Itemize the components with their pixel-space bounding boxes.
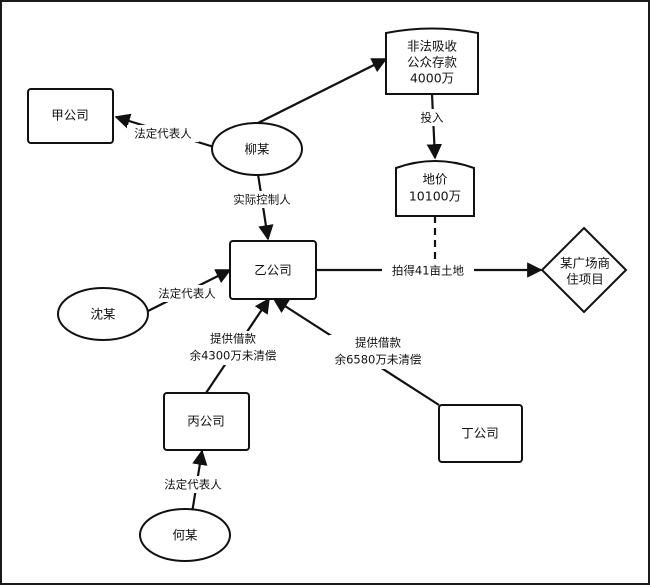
node-ding-company[interactable]: 丁公司: [438, 404, 523, 463]
svg-text:法定代表人: 法定代表人: [158, 287, 216, 301]
svg-text:丙公司: 丙公司: [187, 414, 225, 429]
label-liu-to-yi: 实际控制人: [226, 191, 298, 208]
svg-text:乙公司: 乙公司: [254, 263, 292, 278]
label-he-to-bing: 法定代表人: [157, 476, 229, 493]
node-yi-company[interactable]: 乙公司: [229, 240, 317, 300]
node-liu[interactable]: 柳某: [211, 122, 303, 176]
svg-text:提供借款: 提供借款: [355, 336, 401, 350]
svg-text:余6580万未清偿: 余6580万未清偿: [335, 353, 422, 367]
label-bing-to-yi: 提供借款 余4300万未清偿: [185, 331, 281, 365]
svg-text:住项目: 住项目: [566, 272, 604, 287]
svg-text:丁公司: 丁公司: [461, 426, 499, 441]
svg-text:法定代表人: 法定代表人: [134, 127, 192, 141]
svg-text:某广场商: 某广场商: [560, 256, 610, 271]
svg-text:非法吸收: 非法吸收: [407, 39, 458, 54]
label-liu-to-jia: 法定代表人: [127, 125, 199, 142]
svg-text:投入: 投入: [421, 111, 444, 125]
node-jia-company[interactable]: 甲公司: [27, 88, 114, 144]
node-bing-company[interactable]: 丙公司: [163, 392, 250, 451]
svg-text:柳某: 柳某: [244, 142, 270, 157]
svg-text:10100万: 10100万: [409, 189, 461, 204]
svg-text:甲公司: 甲公司: [51, 108, 89, 123]
label-shen-to-yi: 法定代表人: [151, 285, 223, 302]
svg-text:余4300万未清偿: 余4300万未清偿: [190, 349, 277, 363]
svg-text:公众存款: 公众存款: [407, 55, 458, 70]
label-ding-to-yi: 提供借款 余6580万未清偿: [329, 335, 427, 369]
node-plaza-project[interactable]: 某广场商 住项目: [540, 226, 628, 314]
node-land-price[interactable]: 地价 10100万: [395, 160, 475, 217]
node-shen[interactable]: 沈某: [57, 287, 149, 341]
svg-text:拍得41亩土地: 拍得41亩土地: [392, 264, 465, 278]
label-yi-to-plaza: 拍得41亩土地: [382, 262, 474, 279]
svg-text:提供借款: 提供借款: [210, 332, 256, 346]
edge-liu-to-deposits: [257, 58, 388, 124]
svg-text:法定代表人: 法定代表人: [164, 478, 222, 492]
node-he[interactable]: 何某: [139, 508, 231, 562]
svg-text:沈某: 沈某: [90, 307, 116, 322]
svg-text:何某: 何某: [172, 528, 198, 543]
node-illegal-deposits[interactable]: 非法吸收 公众存款 4000万: [385, 27, 479, 95]
label-deposits-to-land: 投入: [416, 109, 448, 126]
svg-text:实际控制人: 实际控制人: [233, 193, 291, 207]
svg-text:4000万: 4000万: [410, 71, 454, 86]
svg-text:地价: 地价: [422, 172, 448, 187]
